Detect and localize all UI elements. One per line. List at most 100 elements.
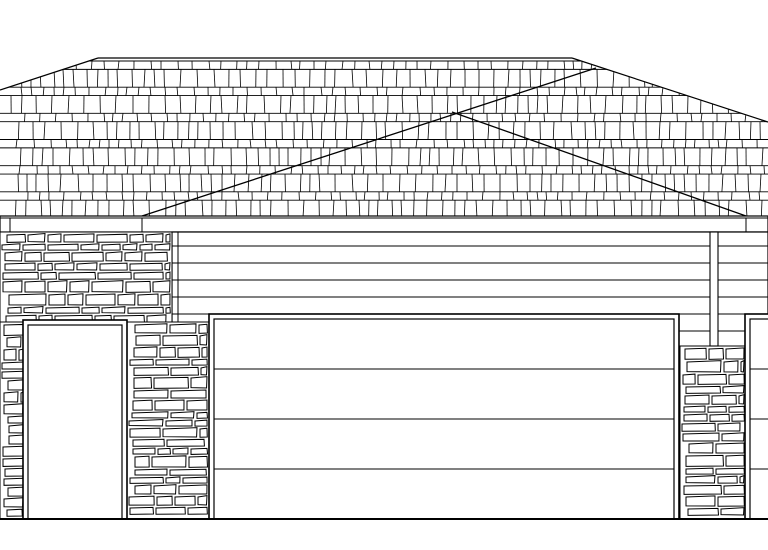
stone <box>133 271 164 280</box>
shingle-tab <box>446 139 449 148</box>
stone <box>129 427 161 438</box>
shingle-tab <box>91 191 94 201</box>
stone <box>132 399 153 411</box>
stone <box>688 442 714 454</box>
shingle-tab <box>552 121 555 140</box>
stone <box>170 411 195 419</box>
shingle-tab <box>659 200 662 218</box>
stone <box>132 438 165 447</box>
stone <box>683 405 706 413</box>
stone <box>709 413 730 422</box>
shingle-tab <box>701 60 703 70</box>
stone <box>139 243 153 251</box>
stone <box>1 243 21 251</box>
shingle-tab <box>395 113 398 122</box>
stone <box>151 455 187 468</box>
shingle-tab <box>366 174 369 192</box>
shingle-tab <box>236 95 239 114</box>
shingle-tab <box>243 113 245 122</box>
stone <box>128 419 164 427</box>
shingle-tab <box>153 69 156 88</box>
stone <box>91 280 124 293</box>
shingle-tab <box>632 121 635 140</box>
shingle-tab <box>156 139 158 148</box>
stone <box>170 389 207 399</box>
downspout-pipe <box>709 231 719 347</box>
shingle-tab <box>299 174 302 192</box>
shingle-tab <box>359 87 361 96</box>
shingle-tab <box>125 87 128 96</box>
shingle-tab <box>344 87 347 96</box>
shingle-tab <box>43 121 46 140</box>
shingle-tab <box>322 139 325 148</box>
shingle-tab <box>747 69 750 88</box>
shingle-tab <box>507 69 510 88</box>
stone <box>681 422 716 432</box>
shingle-tab <box>133 191 135 201</box>
stone <box>169 323 197 334</box>
stone <box>728 373 745 385</box>
shingle-tab <box>121 113 124 122</box>
shingle-tab <box>194 95 197 114</box>
stone <box>723 360 739 373</box>
shingle-tab <box>376 200 379 218</box>
shingle-tab <box>176 87 179 96</box>
stone <box>152 280 171 293</box>
shingle-tab <box>14 200 17 218</box>
shingle-tab <box>563 60 566 70</box>
shingle-tab <box>357 95 360 114</box>
shingle-tab <box>375 165 378 175</box>
shingle-tab <box>351 174 354 192</box>
stone <box>191 358 208 366</box>
shingle-tab <box>718 200 721 218</box>
stone <box>728 405 745 413</box>
stone <box>725 347 745 360</box>
stone <box>684 347 707 360</box>
stone <box>6 508 23 517</box>
shingle-tab <box>546 95 549 114</box>
shingle-tab <box>444 174 447 192</box>
stone <box>131 411 169 419</box>
shingle-tab <box>738 121 741 140</box>
shingle-tab <box>137 87 140 96</box>
shingle-tab <box>673 174 676 192</box>
shingle-tab <box>328 147 331 166</box>
shingle-tab <box>318 174 321 192</box>
shingle-tab <box>59 174 62 192</box>
stone <box>196 411 208 419</box>
shingle-tab <box>116 121 118 140</box>
garage-door-right-partial <box>744 313 768 520</box>
stone <box>715 442 745 454</box>
shingle-tab <box>41 147 44 166</box>
shingle-tab <box>612 69 615 88</box>
shingle-tab <box>593 113 596 122</box>
shingle-tab <box>62 87 65 96</box>
shingle-tab <box>478 87 480 96</box>
shingle-tab <box>117 139 120 148</box>
shingle-tab <box>522 60 524 70</box>
roof-hip-left <box>0 57 99 91</box>
shingle-tab <box>721 174 724 192</box>
shingle-tab <box>311 121 314 140</box>
shingle-courses <box>0 60 768 218</box>
stone <box>144 251 168 262</box>
shingle-tab <box>380 60 383 70</box>
shingle-tab <box>628 147 631 166</box>
shingle-tab <box>239 69 241 88</box>
shingle-tab <box>40 200 43 218</box>
shingle-tab <box>637 147 640 166</box>
shingle-tab <box>314 191 317 201</box>
stone <box>4 467 24 477</box>
stone <box>717 475 738 484</box>
stone <box>2 445 24 457</box>
shingle-tab <box>391 200 394 218</box>
stone <box>97 271 132 280</box>
shingle-tab <box>510 147 512 166</box>
shingle-tab <box>79 191 82 201</box>
stone <box>707 405 727 413</box>
shingle-tab <box>660 69 663 88</box>
stone <box>132 447 156 455</box>
stone <box>125 280 151 293</box>
shingle-tab <box>621 60 624 70</box>
stone <box>186 399 208 411</box>
